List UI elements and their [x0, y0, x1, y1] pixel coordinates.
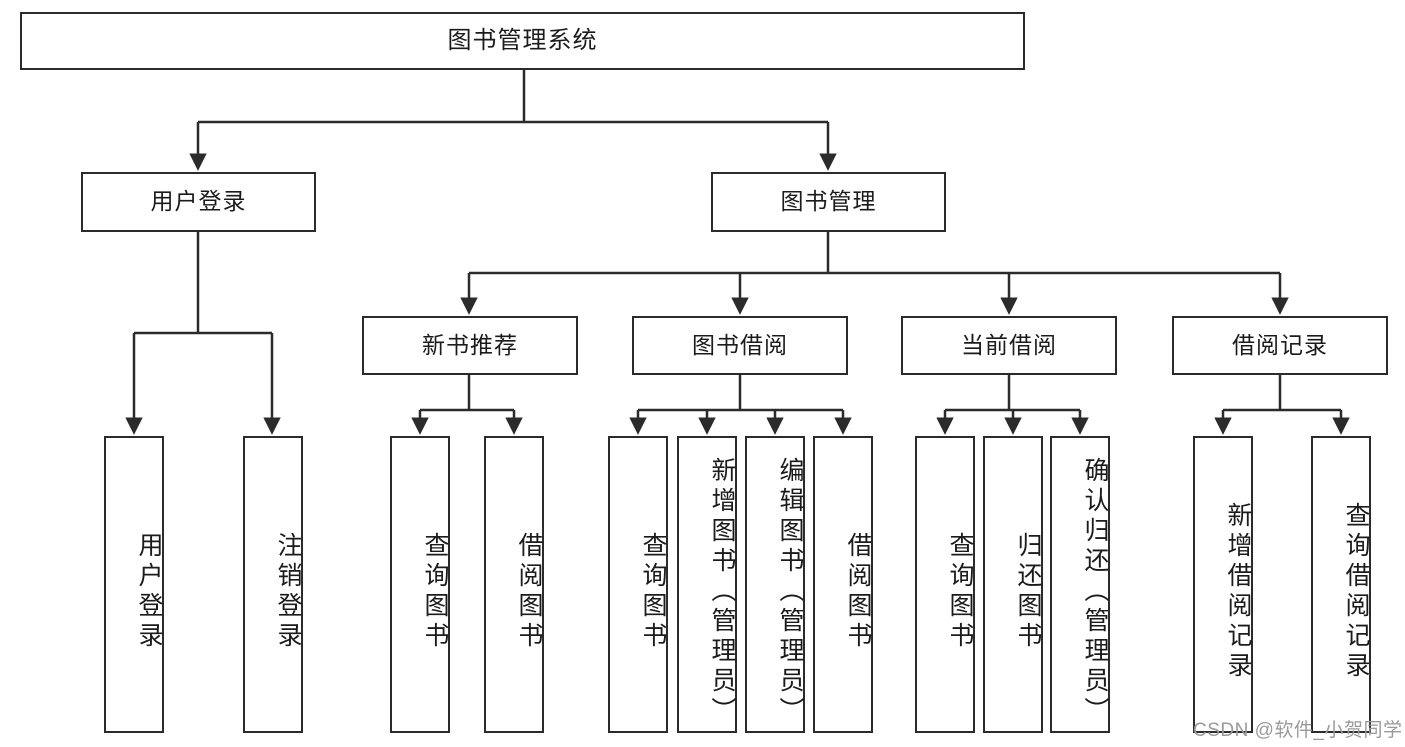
node-new-book-rec[interactable]: 新书推荐 — [362, 316, 578, 375]
node-leaf-query-book-2[interactable]: 查询图书 — [608, 436, 668, 733]
node-leaf-query-book-1[interactable]: 查询图书 — [390, 436, 450, 733]
node-root[interactable]: 图书管理系统 — [20, 12, 1025, 70]
node-leaf-edit-book[interactable]: 编辑图书（管理员） — [745, 436, 805, 733]
csdn-watermark: CSDN @软件_小贺同学 — [1193, 720, 1403, 741]
node-user-login[interactable]: 用户登录 — [81, 172, 316, 232]
node-leaf-add-book[interactable]: 新增图书（管理员） — [677, 436, 737, 733]
node-leaf-query-book-3[interactable]: 查询图书 — [915, 436, 975, 733]
node-leaf-confirm-return[interactable]: 确认归还（管理员） — [1050, 436, 1110, 733]
node-book-borrow[interactable]: 图书借阅 — [632, 316, 848, 375]
node-leaf-user-login[interactable]: 用户登录 — [104, 436, 164, 733]
node-leaf-borrow-book-2[interactable]: 借阅图书 — [813, 436, 873, 733]
node-leaf-return-book[interactable]: 归还图书 — [983, 436, 1043, 733]
node-leaf-user-logout[interactable]: 注销登录 — [243, 436, 303, 733]
node-borrow-record[interactable]: 借阅记录 — [1172, 316, 1388, 375]
node-current-borrow[interactable]: 当前借阅 — [901, 316, 1117, 375]
node-book-manage[interactable]: 图书管理 — [711, 172, 946, 232]
node-leaf-query-record[interactable]: 查询借阅记录 — [1311, 436, 1371, 733]
node-leaf-add-record[interactable]: 新增借阅记录 — [1193, 436, 1253, 733]
node-leaf-borrow-book-1[interactable]: 借阅图书 — [484, 436, 544, 733]
